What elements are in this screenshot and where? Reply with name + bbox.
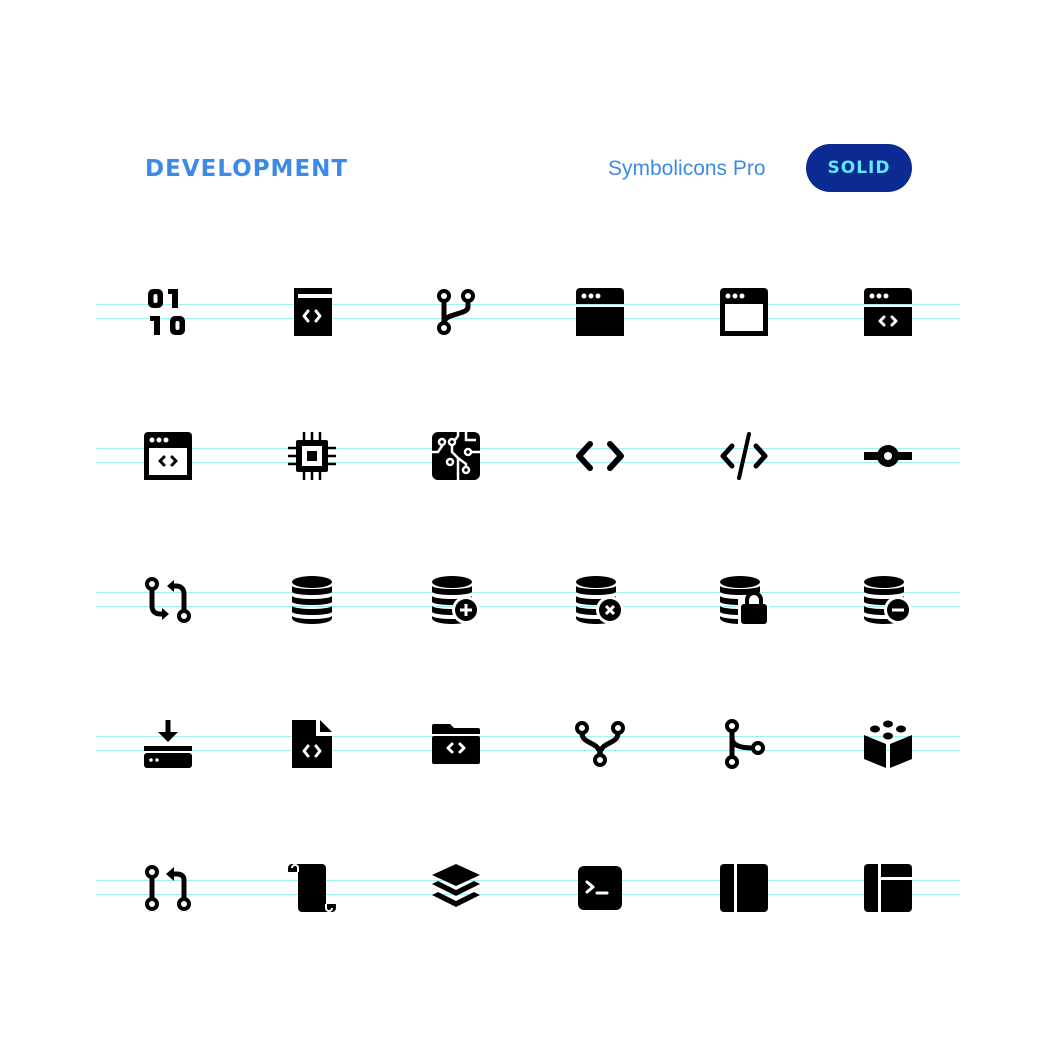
git-merge-icon (720, 719, 768, 769)
database-lock-icon (720, 576, 770, 626)
database-add-icon (432, 576, 480, 624)
install-icon (144, 720, 192, 768)
package-box-icon (864, 720, 912, 768)
code-slash-icon (720, 432, 768, 480)
sidebar-layout-icon (720, 864, 768, 912)
git-fork-icon (575, 720, 625, 768)
guide-lines (96, 736, 960, 752)
script-scroll-icon (288, 864, 336, 912)
database-minus-icon (864, 576, 912, 624)
binary-icon (144, 288, 192, 336)
browser-code-outline-icon (144, 432, 192, 480)
database-remove-icon (576, 576, 624, 624)
git-commit-icon (864, 432, 912, 480)
code-file-icon (288, 720, 336, 768)
cpu-chip-icon (288, 432, 336, 480)
guide-lines (96, 592, 960, 608)
database-icon (288, 576, 336, 624)
code-book-icon (288, 288, 336, 336)
code-brackets-icon (576, 432, 624, 480)
guide-lines (96, 304, 960, 320)
git-pull-request-icon (144, 864, 192, 912)
style-badge: SOLID (806, 144, 912, 192)
layers-icon (432, 864, 480, 912)
guide-lines (96, 448, 960, 464)
browser-window-outline-icon (720, 288, 768, 336)
brand-name: Symbolicons Pro (608, 157, 766, 180)
circuit-board-icon (432, 432, 480, 480)
code-folder-icon (432, 720, 480, 768)
browser-code-icon (864, 288, 912, 336)
page-title: DEVELOPMENT (145, 156, 349, 182)
git-branch-icon (432, 288, 480, 336)
grid-layout-icon (864, 864, 912, 912)
guide-lines (96, 880, 960, 896)
terminal-icon (576, 864, 624, 912)
git-compare-icon (144, 576, 192, 624)
browser-window-icon (576, 288, 624, 336)
